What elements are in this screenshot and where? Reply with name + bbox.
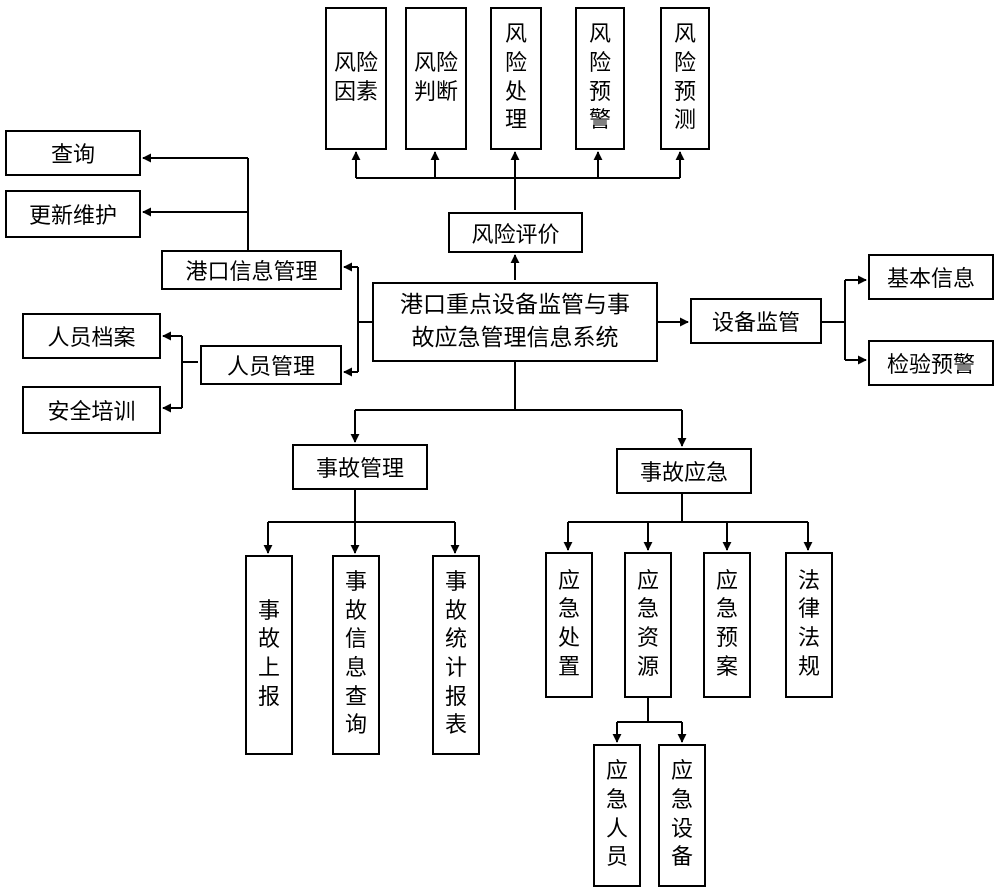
port-info-mgmt-box: 港口信息管理 [161,250,342,290]
accident-report-box: 事故上报 [245,555,293,755]
personnel-archive-label: 人员档案 [47,326,136,351]
risk-evaluation-label: 风险评价 [471,222,560,248]
equipment-supervision-box: 设备监管 [690,298,822,344]
inspection-warning-box: 检验预警 [868,340,994,386]
port-info-mgmt-label: 港口信息管理 [185,260,318,285]
emergency-personnel-box: 应急人员 [593,744,641,887]
inspection-warning-label: 检验预警 [886,353,975,378]
risk-handling-label: 风险处理 [504,22,527,134]
laws-regulations-label: 法律法规 [797,568,820,680]
central-system-line2: 故应急管理信息系统 [411,325,619,351]
safety-training-label: 安全培训 [47,400,136,425]
personnel-mgmt-box: 人员管理 [200,345,342,385]
update-maintenance-label: 更新维护 [28,204,117,229]
risk-forecast-box: 风险预测 [660,7,710,150]
emergency-disposal-label: 应急处置 [557,568,580,680]
accident-emergency-box: 事故应急 [616,448,752,494]
emergency-plan-box: 应急预案 [703,552,751,698]
emergency-plan-label: 应急预案 [715,568,738,680]
emergency-personnel-label: 应急人员 [605,759,628,871]
risk-handling-box: 风险处理 [490,7,542,150]
accident-query-label: 事故信息查询 [344,570,367,739]
accident-mgmt-box: 事故管理 [292,444,428,490]
accident-report-label: 事故上报 [257,598,280,710]
query-label: 查询 [50,143,95,168]
emergency-equipment-box: 应急设备 [658,744,706,887]
personnel-mgmt-label: 人员管理 [226,355,315,380]
risk-factor-label: 风险因素 [333,50,378,105]
accident-mgmt-label: 事故管理 [315,457,404,482]
personnel-archive-box: 人员档案 [22,313,161,359]
accident-query-box: 事故信息查询 [332,555,380,755]
risk-judgment-label: 风险判断 [413,50,458,105]
risk-judgment-box: 风险判断 [405,7,467,150]
central-system-box: 港口重点设备监管与事 故应急管理信息系统 [372,282,658,362]
query-box: 查询 [5,130,141,176]
emergency-disposal-box: 应急处置 [545,552,593,698]
risk-warning-label: 风险预警 [588,22,611,134]
emergency-resource-box: 应急资源 [624,552,672,698]
accident-emergency-label: 事故应急 [639,461,728,486]
accident-stats-label: 事故统计报表 [444,570,467,739]
risk-factor-box: 风险因素 [325,7,387,150]
risk-forecast-label: 风险预测 [673,22,696,134]
central-system-line1: 港口重点设备监管与事 [400,291,630,318]
risk-evaluation-box: 风险评价 [448,212,583,253]
accident-stats-box: 事故统计报表 [432,555,480,755]
emergency-resource-label: 应急资源 [636,568,659,680]
update-maintenance-box: 更新维护 [5,190,141,238]
basic-info-box: 基本信息 [868,254,994,300]
safety-training-box: 安全培训 [22,386,161,434]
laws-regulations-box: 法律法规 [785,552,833,698]
equipment-supervision-label: 设备监管 [711,311,800,336]
basic-info-label: 基本信息 [886,267,975,292]
risk-warning-box: 风险预警 [575,7,625,150]
emergency-equipment-label: 应急设备 [670,759,693,871]
